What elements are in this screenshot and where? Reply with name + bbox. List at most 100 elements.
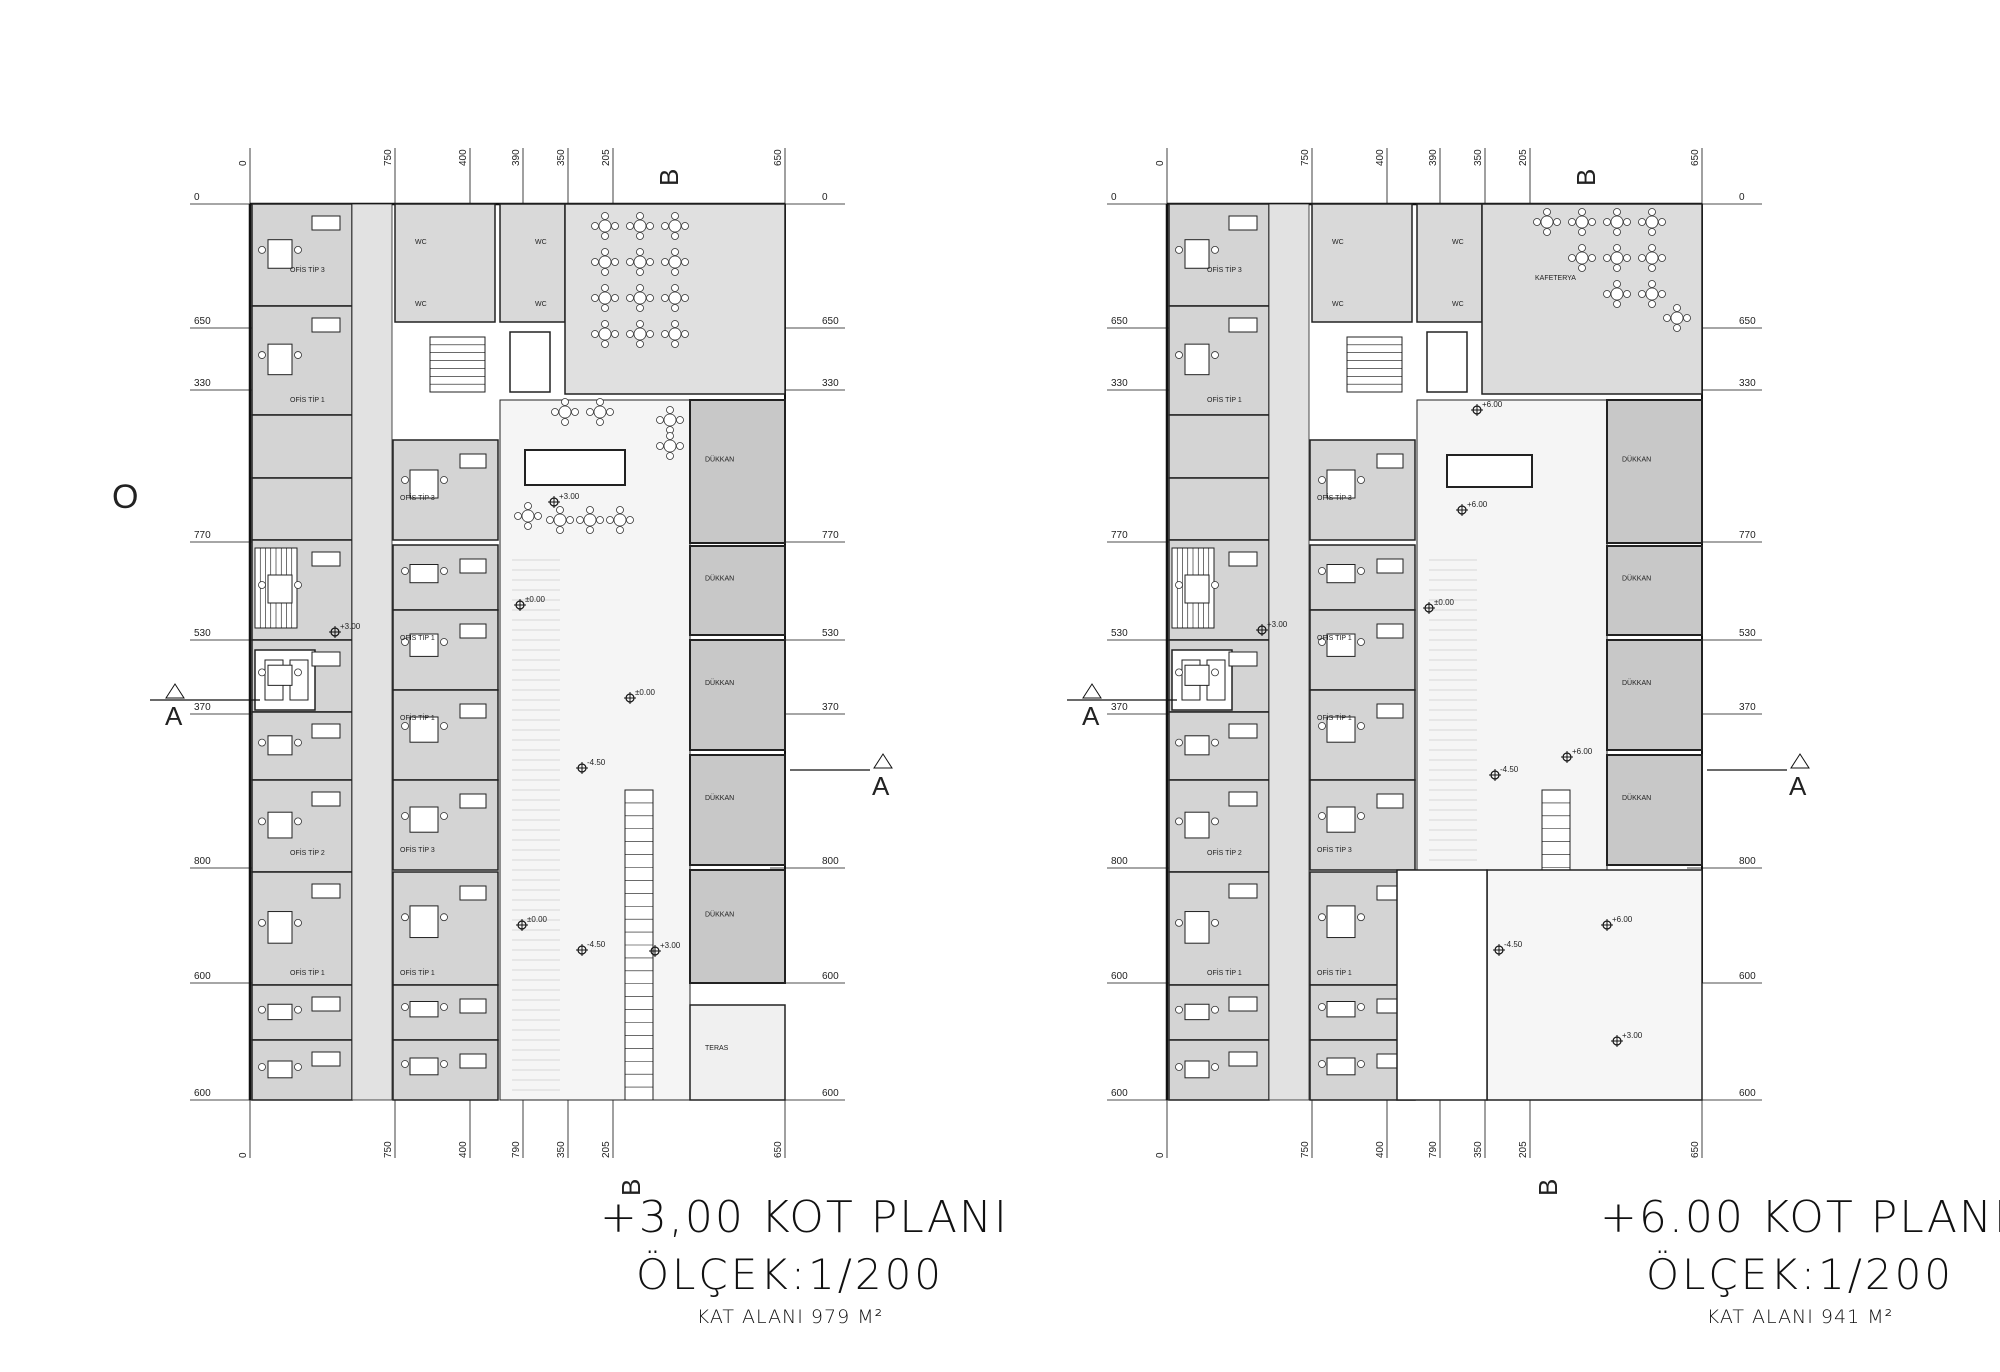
- chair-icon: [601, 232, 609, 240]
- desk: [311, 723, 341, 739]
- shop-room: [689, 545, 786, 636]
- chair-icon: [401, 638, 409, 646]
- chair-icon: [586, 526, 594, 534]
- top-dimension: 350: [1473, 149, 1484, 166]
- chair-icon: [551, 408, 559, 416]
- level-label: +3.00: [660, 941, 681, 950]
- level-label: +6.00: [1467, 500, 1488, 509]
- chair-icon: [1613, 300, 1621, 308]
- office-room: [392, 609, 499, 691]
- desk: [1376, 793, 1404, 809]
- cafe-table-icon: [521, 509, 535, 523]
- cafe-table-icon: [1670, 311, 1684, 325]
- desk: [459, 998, 487, 1014]
- desk: [459, 885, 487, 901]
- office-room: [1168, 1039, 1270, 1101]
- chair-icon: [1568, 254, 1576, 262]
- chair-icon: [401, 1003, 409, 1011]
- chair-icon: [1357, 913, 1365, 922]
- cafe-table-icon: [633, 255, 647, 269]
- left-dimension: 650: [194, 316, 211, 327]
- chair-icon: [258, 738, 266, 747]
- chair-icon: [1648, 208, 1656, 216]
- chair-icon: [294, 918, 302, 927]
- chair-icon: [1357, 1003, 1365, 1011]
- chair-icon: [1211, 918, 1219, 927]
- chair-icon: [671, 268, 679, 276]
- office-label: OFİS TİP 1: [400, 633, 435, 642]
- chair-icon: [294, 1005, 302, 1014]
- chair-icon: [401, 913, 409, 922]
- chair-icon: [636, 340, 644, 348]
- top-dimension: 390: [1428, 149, 1439, 166]
- chair-icon: [524, 502, 532, 510]
- elevator-shaft: [509, 331, 551, 393]
- chair-icon: [671, 212, 679, 220]
- chair-icon: [1623, 254, 1631, 262]
- chair-icon: [626, 258, 634, 266]
- section-marker: A: [165, 701, 183, 731]
- stray-mark: O: [112, 478, 138, 516]
- chair-icon: [401, 812, 409, 820]
- desk: [459, 793, 487, 809]
- chair-icon: [258, 1063, 266, 1071]
- top-dimension: 400: [458, 149, 469, 166]
- chair-icon: [1648, 244, 1656, 252]
- chair-icon: [591, 258, 599, 266]
- plan-scale: ÖLÇEK:1/200: [1645, 1250, 1955, 1299]
- right-dimension: 0: [822, 192, 828, 203]
- chair-icon: [1578, 244, 1586, 252]
- bottom-dimension: 205: [601, 1141, 612, 1158]
- chair-icon: [601, 320, 609, 328]
- chair-icon: [636, 284, 644, 292]
- desk: [1184, 1060, 1210, 1079]
- desk: [1184, 1003, 1210, 1021]
- desk: [409, 564, 439, 584]
- section-arrow-icon: [1790, 753, 1810, 769]
- shop-room: [1606, 754, 1703, 866]
- left-dimension: 330: [194, 378, 211, 389]
- chair-icon: [596, 398, 604, 406]
- bottom-dimension: 350: [1473, 1141, 1484, 1158]
- level-label: +6.00: [1572, 747, 1593, 756]
- section-marker: B: [616, 1179, 646, 1196]
- cafe-table-icon: [553, 513, 567, 527]
- chair-icon: [636, 320, 644, 328]
- left-dimension: 650: [1111, 316, 1128, 327]
- chair-icon: [646, 258, 654, 266]
- office-label: OFİS TİP 1: [290, 968, 325, 977]
- chair-icon: [1658, 254, 1666, 262]
- office-label: OFİS TİP 3: [1317, 493, 1352, 502]
- cafe-table-icon: [583, 513, 597, 527]
- level-label: +6.00: [1612, 915, 1633, 924]
- office-label: OFİS TİP 3: [400, 845, 435, 854]
- chair-icon: [646, 330, 654, 338]
- chair-icon: [1568, 218, 1576, 226]
- cafe-table-icon: [598, 219, 612, 233]
- chair-icon: [1318, 476, 1326, 484]
- chair-icon: [671, 304, 679, 312]
- chair-icon: [1658, 290, 1666, 298]
- chair-icon: [1211, 817, 1219, 826]
- right-dimension: 370: [1739, 702, 1756, 713]
- shop-label: DÜKKAN: [1622, 794, 1651, 802]
- level-label: ±0.00: [525, 595, 546, 604]
- right-dimension: 530: [822, 628, 839, 639]
- chair-icon: [681, 222, 689, 230]
- cafe-table-icon: [598, 291, 612, 305]
- chair-icon: [676, 442, 684, 450]
- chair-icon: [1357, 722, 1365, 730]
- desk: [409, 1001, 439, 1018]
- desk: [311, 791, 341, 807]
- chair-icon: [401, 722, 409, 730]
- cafe-table-icon: [668, 219, 682, 233]
- left-dimension: 600: [194, 1088, 211, 1099]
- chair-icon: [596, 418, 604, 426]
- chair-icon: [596, 516, 604, 524]
- chair-icon: [601, 248, 609, 256]
- chair-icon: [611, 258, 619, 266]
- desk: [1228, 551, 1258, 567]
- desk: [409, 905, 439, 939]
- chair-icon: [1658, 218, 1666, 226]
